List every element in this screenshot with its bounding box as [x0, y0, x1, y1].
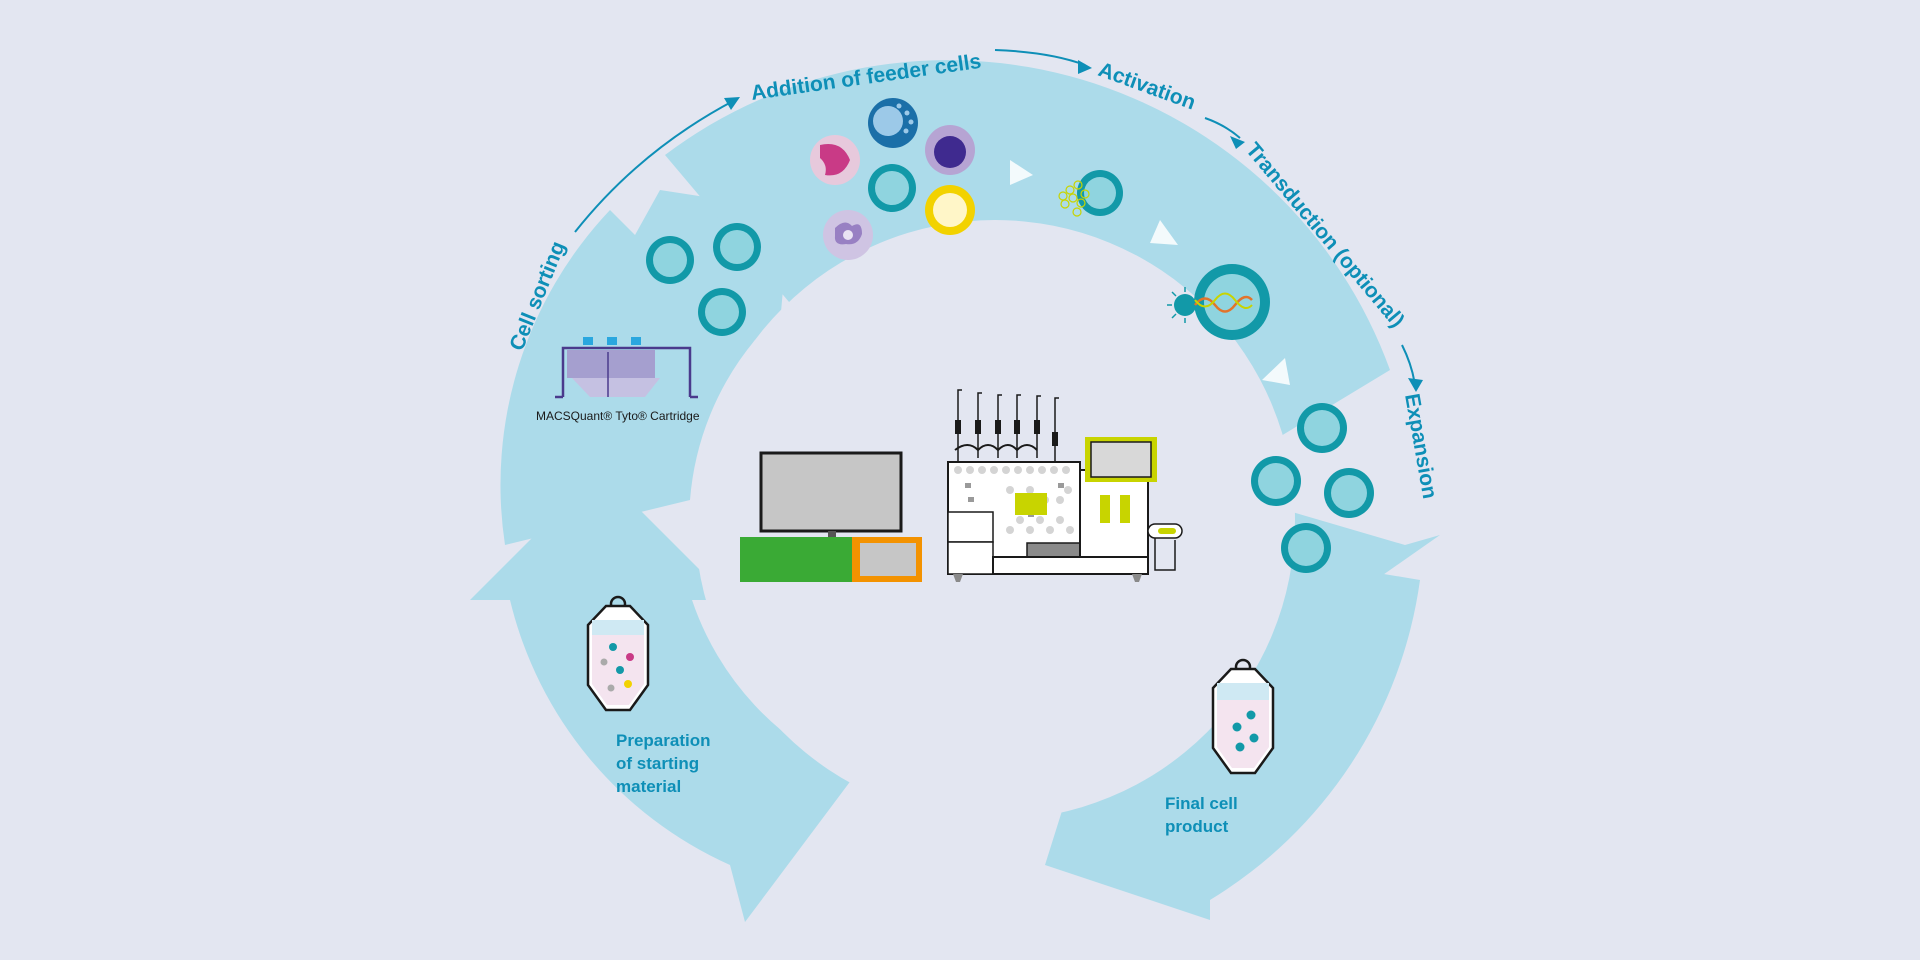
- label-preparation-1: Preparation: [616, 731, 710, 750]
- cycle-arrow-left-icon: [470, 470, 855, 922]
- cartridge-icon: [555, 337, 698, 399]
- instrument-icon: [947, 389, 1183, 582]
- expanded-cells: [1251, 403, 1374, 573]
- label-final-2: product: [1165, 817, 1229, 836]
- sorted-cells: [646, 223, 761, 336]
- virus-vector-icon: [1167, 264, 1270, 340]
- cell-icon: [646, 236, 694, 284]
- monitor-icon: [740, 451, 922, 582]
- feeder-cell-icon: [925, 185, 975, 235]
- flow-triangles: [1010, 160, 1290, 385]
- feeder-cells: [810, 98, 975, 260]
- cell-icon: [698, 288, 746, 336]
- process-path-arrowheads: [724, 60, 1423, 392]
- cell-icon: [1324, 468, 1374, 518]
- label-expansion: Expansion: [1400, 392, 1441, 501]
- activated-cell-icon: [1058, 170, 1123, 217]
- cartridge-label: MACSQuant® Tyto® Cartridge: [536, 409, 700, 423]
- cell-icon: [1297, 403, 1347, 453]
- cell-icon: [1281, 523, 1331, 573]
- final-product-bag-icon: [1211, 658, 1275, 775]
- cell-icon: [1251, 456, 1301, 506]
- label-preparation-3: material: [616, 777, 681, 796]
- label-final-1: Final cell: [1165, 794, 1238, 813]
- feeder-cell-icon: [810, 135, 860, 185]
- cell-icon: [868, 164, 916, 212]
- starting-material-bag-icon: [586, 595, 650, 712]
- cell-icon: [713, 223, 761, 271]
- label-preparation-2: of starting: [616, 754, 699, 773]
- feeder-cell-icon: [868, 98, 918, 148]
- feeder-cell-icon: [925, 125, 975, 175]
- feeder-cell-icon: [823, 210, 873, 260]
